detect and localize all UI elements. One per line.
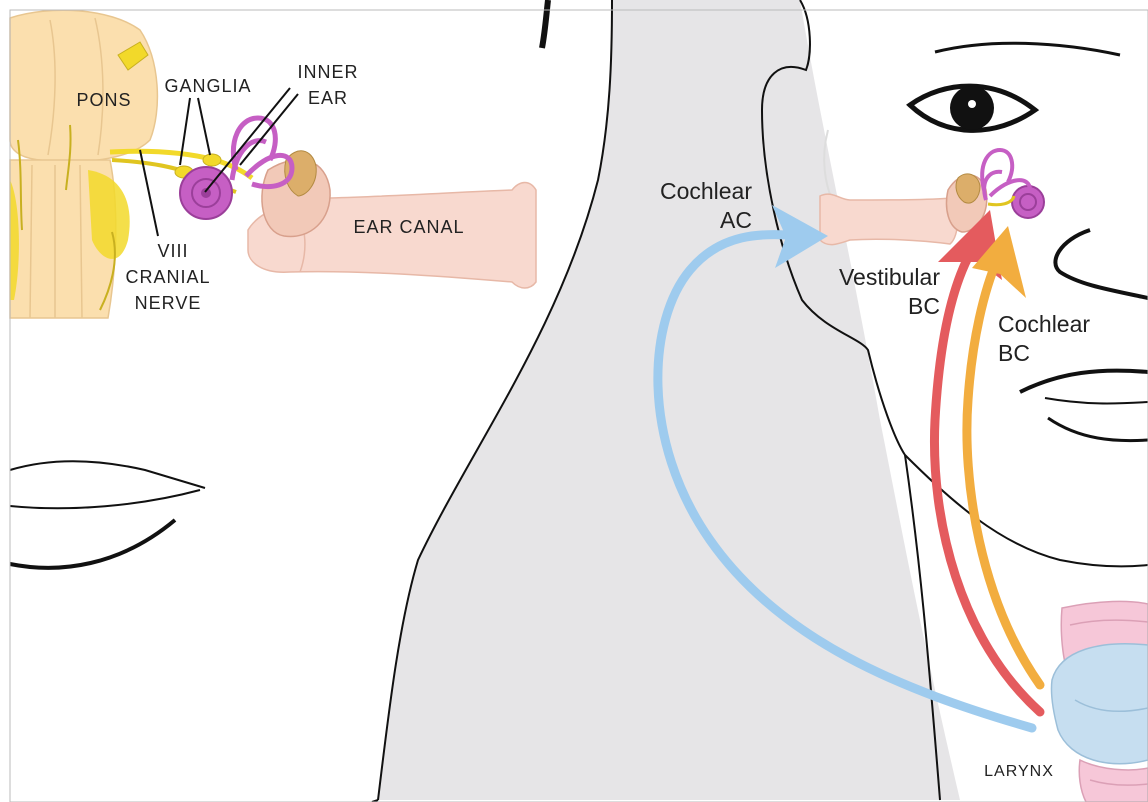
right-ear-nerve: [988, 196, 1014, 205]
vestibular-bc-label-line1: Vestibular: [839, 264, 940, 290]
right-cochlea: [1012, 186, 1044, 218]
right-eye-highlight: [968, 100, 976, 108]
cochlear-ac-label-line2: AC: [720, 207, 752, 233]
ganglia-label: GANGLIA: [164, 76, 251, 96]
pons: [10, 10, 157, 162]
right-nose: [1055, 230, 1148, 298]
inner-ear-label-line1: INNER: [297, 62, 358, 82]
left-ear-edge: [542, 0, 548, 48]
larynx-label: LARYNX: [984, 763, 1054, 780]
left-lips-lower: [10, 520, 175, 568]
larynx-anatomy: [1051, 601, 1148, 802]
ganglion-2: [203, 154, 221, 166]
viii-nerve-label-line1: VIII: [157, 241, 188, 261]
vestibular-bc-label-line2: BC: [908, 293, 940, 319]
left-ear-anatomy: [180, 118, 536, 288]
viii-nerve-label-line2: CRANIAL: [125, 267, 210, 287]
viii-nerve-label-line3: NERVE: [135, 293, 202, 313]
pons-label: PONS: [76, 90, 131, 110]
left-lips-middle: [10, 490, 200, 508]
neck-region: [378, 0, 960, 800]
ear-canal-label: EAR CANAL: [353, 217, 464, 237]
right-mouth-lower: [1048, 418, 1148, 441]
left-lips-upper: [10, 461, 205, 488]
larynx-thyroid-cartilage: [1051, 644, 1148, 764]
cochlear-ac-label-line1: Cochlear: [660, 178, 752, 204]
larynx-cricoid: [1079, 760, 1148, 802]
inner-ear-leader-2: [240, 94, 298, 165]
ganglia-leader-2: [198, 98, 210, 155]
right-mouth-middle: [1045, 398, 1148, 403]
right-mouth-upper: [1020, 371, 1148, 392]
inner-ear-label-line2: EAR: [308, 88, 348, 108]
right-ear-anatomy: [820, 150, 1044, 245]
neck-shadow: [378, 0, 960, 800]
right-brow: [935, 43, 1120, 55]
cochlear-bc-label-line2: BC: [998, 340, 1030, 366]
right-ear-canal: [820, 194, 958, 245]
cochlear-bc-label-line1: Cochlear: [998, 311, 1090, 337]
